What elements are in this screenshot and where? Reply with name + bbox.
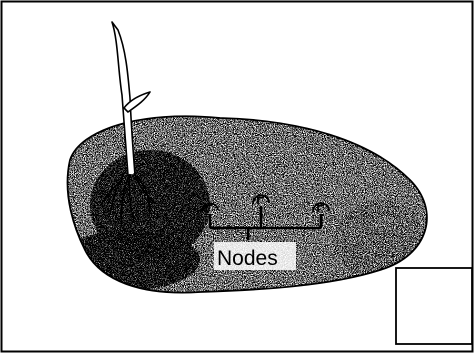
nodes-label: Nodes [217, 247, 278, 270]
potato-tuber [60, 110, 440, 300]
answer-box[interactable] [396, 268, 472, 344]
